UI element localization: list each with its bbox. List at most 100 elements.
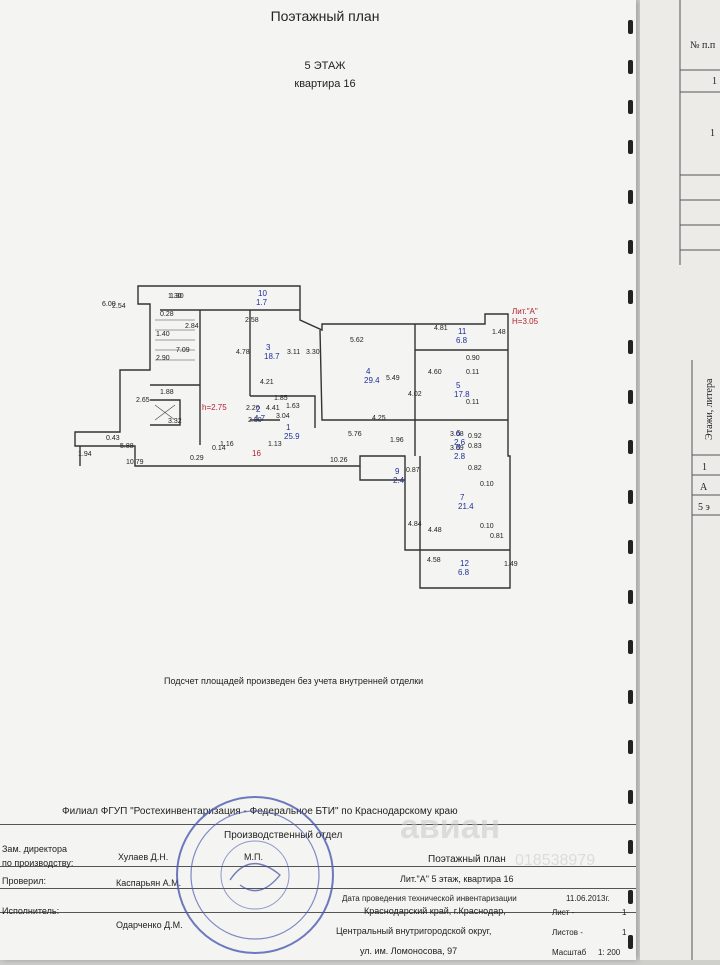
dimension-label: 2.84	[185, 323, 199, 330]
divider	[0, 912, 636, 913]
room-number: 11	[458, 327, 467, 336]
dimension-label: 5.49	[386, 375, 400, 382]
room-number: 2	[256, 405, 261, 414]
dimension-label: 7.09	[176, 347, 190, 354]
executor-name: Одарченко Д.М.	[116, 920, 183, 930]
apartment-number: 16	[252, 449, 261, 458]
dimension-label: 0.11	[466, 399, 479, 406]
dimension-label: 1.30	[168, 293, 182, 300]
dimension-label: 0.10	[480, 481, 494, 488]
deputy-label: Зам. директора по производству:	[2, 844, 74, 868]
dimension-label: 3.04	[276, 413, 290, 420]
adjacent-table: № п.п 1 1 Этажи, литера 1 А 5 э	[679, 0, 720, 960]
dimension-label: 1.94	[78, 451, 92, 458]
dimension-label: 5.62	[350, 337, 364, 344]
scale-label: Масштаб	[552, 948, 587, 957]
address-line-3: ул. им. Ломоносова, 97	[360, 946, 458, 956]
room-number: 1	[286, 423, 291, 432]
dimension-label: 3.30	[306, 349, 320, 356]
room-area: 1.7	[256, 298, 268, 307]
scale-value: 1: 200	[598, 948, 621, 957]
dimension-label: 0.92	[468, 433, 482, 440]
checked-label: Проверил:	[2, 876, 46, 886]
small-height-label: h=2.75	[202, 403, 227, 412]
dimension-label: 0.29	[190, 455, 204, 462]
dept-name: Производственный отдел	[224, 830, 343, 841]
dimension-label: 2.30	[248, 417, 262, 424]
dimension-label: 5.88	[120, 443, 134, 450]
dimension-label: 0.83	[468, 443, 482, 450]
room-number: 4	[366, 367, 371, 376]
dimension-label: 2.20	[246, 405, 260, 412]
inventory-date: 11.06.2013г.	[566, 894, 610, 903]
side-cell: 1	[710, 128, 715, 139]
dimension-label: 2.54	[112, 303, 126, 310]
executor-label: Исполнитель:	[2, 906, 60, 916]
dimension-label: 0.81	[490, 533, 504, 540]
room-number: 8	[456, 443, 461, 452]
dimension-label: 2.65	[136, 397, 150, 404]
room-number: 9	[395, 467, 400, 476]
dimension-label: 2.58	[245, 317, 259, 324]
room-area: 17.8	[454, 390, 470, 399]
room-number: 12	[460, 559, 469, 568]
dimension-label: 3.11	[287, 349, 300, 356]
dimension-label: 1.13	[268, 441, 282, 448]
dimension-label: 10.79	[126, 459, 144, 466]
dimension-label: 1.63	[286, 403, 300, 410]
dimension-label: 10.26	[330, 457, 348, 464]
doc-title: Поэтажный план	[428, 854, 506, 865]
dimension-label: 0.82	[468, 465, 482, 472]
doc-subtitle: Лит."А" 5 этаж, квартира 16	[400, 874, 514, 884]
room-area: 25.9	[284, 432, 300, 441]
apartment-label: квартира 16	[294, 78, 356, 90]
dimension-label: 4.84	[408, 521, 422, 528]
area-note: Подсчет площадей произведен без учета вн…	[164, 676, 424, 686]
dimension-label: 4.41	[266, 405, 280, 412]
dimension-label: 1.49	[504, 561, 518, 568]
dimension-label: 0.11	[466, 369, 479, 376]
dimension-label: 3.09	[450, 445, 464, 452]
dimension-label: 1.16	[220, 441, 234, 448]
dimension-label: 3.32	[168, 418, 182, 425]
dimension-label: 1.85	[274, 395, 288, 402]
sheets-label: Листов -	[552, 928, 583, 937]
binding-holes	[624, 0, 638, 960]
room-area: 2.8	[454, 452, 466, 461]
dimension-label: 4.60	[428, 369, 442, 376]
dimension-label: 2.90	[156, 355, 170, 362]
page-title: Поэтажный план	[270, 8, 380, 24]
side-cell: 1	[712, 76, 717, 87]
dimension-label: 4.25	[372, 415, 386, 422]
dimension-label: 0.90	[466, 355, 480, 362]
side-header: № п.п	[690, 40, 716, 51]
dimension-label: 1.96	[390, 437, 404, 444]
dimension-label: 4.21	[260, 379, 274, 386]
room-area: 6.8	[458, 568, 470, 577]
divider	[0, 824, 636, 825]
dimension-label: 3.08	[450, 431, 464, 438]
room-number: 6	[456, 429, 461, 438]
inventory-label: Дата проведения технической инвентаризац…	[342, 894, 517, 903]
sheets-value: 1	[622, 928, 627, 937]
room-number: 3	[266, 343, 271, 352]
dimension-label: 4.78	[236, 349, 250, 356]
official-seal	[176, 796, 334, 954]
room-area: 18.7	[264, 352, 280, 361]
deputy-name: Хулаев Д.Н.	[118, 852, 169, 862]
dimension-label: 5.76	[348, 431, 362, 438]
adjacent-document: № п.п 1 1 Этажи, литера 1 А 5 э	[640, 0, 720, 960]
dimension-label: 1.40	[156, 331, 170, 338]
room-area: 21.4	[458, 502, 474, 511]
side-cell: А	[700, 482, 708, 493]
address-line-2: Центральный внутригородской округ,	[336, 926, 492, 936]
address-line-1: Краснодарский край, г.Краснодар,	[364, 906, 506, 916]
dimension-label: 0.28	[160, 311, 174, 318]
floor-plan-drawing: 1.302.546.001.402.842.585.624.811.480.28…	[74, 285, 539, 589]
litera-label: Лит."А"	[512, 307, 538, 316]
side-vertical-header: Этажи, литера	[704, 378, 715, 440]
floor-plan-sheet: Поэтажный план 5 ЭТАЖ квартира 16	[0, 0, 636, 960]
room-area: 2.4	[393, 476, 405, 485]
checked-name: Каспарьян А.М.	[116, 878, 182, 888]
dimension-label: 1.48	[492, 329, 506, 336]
